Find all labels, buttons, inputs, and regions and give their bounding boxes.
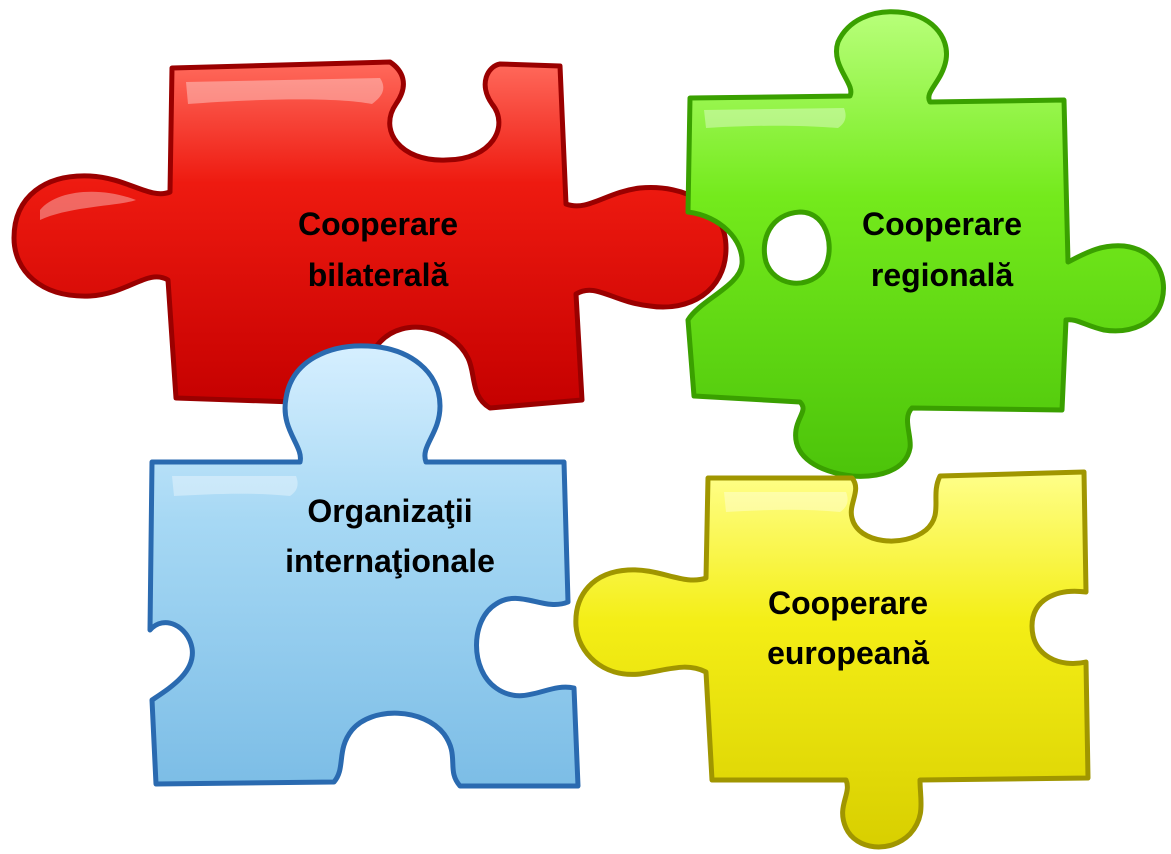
label-red: Cooperare bilaterală bbox=[298, 206, 458, 293]
label-green-line2: regională bbox=[871, 257, 1013, 293]
label-yellow: Cooperare europeană bbox=[767, 585, 929, 671]
gloss-highlights bbox=[40, 78, 848, 512]
puzzle-piece-yellow-shape bbox=[573, 469, 1091, 850]
puzzle-piece-green bbox=[685, 9, 1166, 479]
label-red-line1: Cooperare bbox=[298, 206, 458, 242]
puzzle-piece-blue bbox=[147, 343, 581, 789]
puzzle-piece-red bbox=[11, 59, 729, 411]
label-blue: Organizaţii internaţionale bbox=[285, 493, 495, 579]
label-blue-line2: internaţionale bbox=[285, 543, 495, 579]
label-yellow-line2: europeană bbox=[767, 635, 929, 671]
label-blue-line1: Organizaţii bbox=[307, 493, 472, 529]
puzzle-piece-yellow bbox=[573, 469, 1091, 850]
puzzle-piece-green-shape bbox=[685, 9, 1166, 479]
label-yellow-line1: Cooperare bbox=[768, 585, 928, 621]
puzzle-piece-red-shape bbox=[11, 59, 729, 411]
label-green-line1: Cooperare bbox=[862, 206, 1022, 242]
puzzle-piece-blue-shape bbox=[147, 343, 581, 789]
label-green: Cooperare regională bbox=[862, 206, 1022, 293]
label-red-line2: bilaterală bbox=[308, 257, 449, 293]
